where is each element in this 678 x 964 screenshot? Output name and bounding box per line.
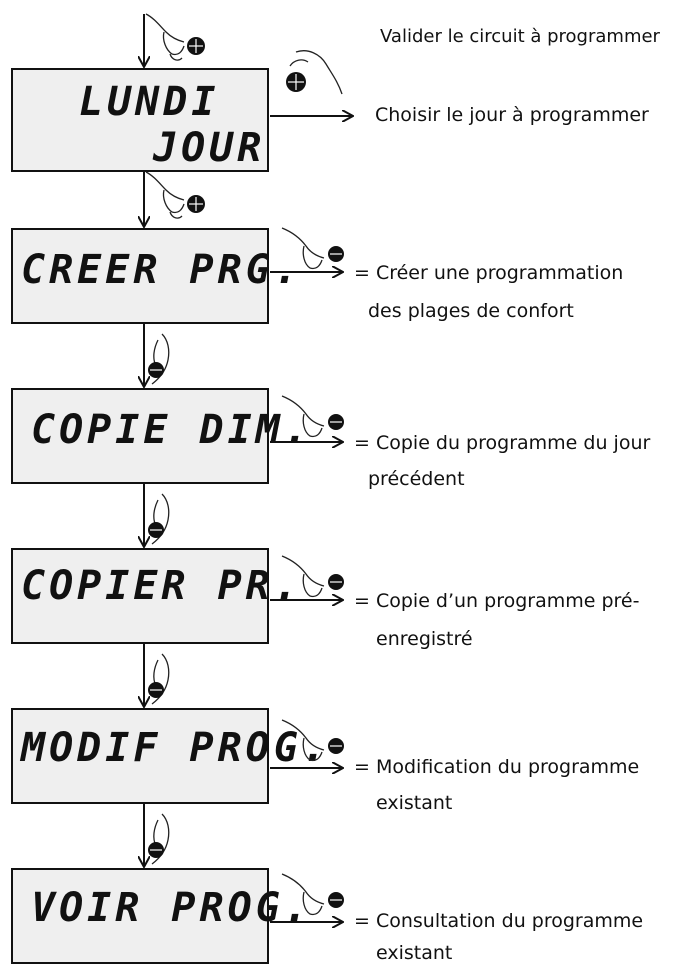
lcd-text-copy-previous: COPIE DIM. — [31, 407, 312, 453]
label-create-line1: = Créer une programmation — [354, 262, 624, 284]
lcd-screen-view: VOIR PROG. — [11, 868, 308, 964]
hand-pressing-knob-icon — [145, 171, 205, 219]
label-view-line1: = Consultation du programme — [354, 910, 644, 932]
hand-pressing-knob-icon — [281, 555, 344, 598]
hand-pressing-knob-icon — [281, 395, 344, 438]
hand-turning-knob-icon — [148, 333, 170, 385]
hand-turning-knob-icon — [148, 493, 170, 545]
label-copy-preset-line2: enregistré — [376, 628, 473, 650]
hand-pressing-knob-icon — [145, 13, 205, 61]
hand-pressing-knob-icon — [281, 227, 344, 270]
lcd-line-day: LUNDI — [79, 79, 220, 125]
hand-pressing-knob-icon — [281, 873, 344, 916]
lcd-screen-copy-previous: COPIE DIM. — [11, 388, 308, 484]
label-validate-circuit: Valider le circuit à programmer — [380, 26, 660, 47]
lcd-text-create: CREER PRG. — [21, 247, 302, 293]
label-copy-previous-line1: = Copie du programme du jour — [354, 432, 651, 454]
lcd-line-mode: JOUR — [153, 125, 266, 171]
hand-pressing-knob-icon — [281, 719, 344, 762]
lcd-screen-create: CREER PRG. — [11, 228, 298, 324]
lcd-text-view: VOIR PROG. — [31, 885, 312, 931]
lcd-text-modify: MODIF PROG. — [21, 725, 330, 771]
label-choose-day: Choisir le jour à programmer — [375, 104, 649, 126]
label-view-line2: existant — [376, 942, 453, 964]
lcd-text-copy-preset: COPIER PR. — [21, 563, 302, 609]
lcd-screen-day: LUNDI JOUR — [11, 68, 269, 172]
label-create-line2: des plages de confort — [368, 300, 574, 322]
label-copy-preset-line1: = Copie d’un programme pré- — [354, 590, 640, 612]
label-copy-previous-line2: précédent — [368, 468, 465, 490]
lcd-screen-modify: MODIF PROG. — [11, 708, 326, 804]
label-modify-line2: existant — [376, 792, 453, 814]
lcd-screen-copy-preset: COPIER PR. — [11, 548, 298, 644]
hand-turning-knob-icon — [286, 50, 343, 95]
label-modify-line1: = Modification du programme — [354, 756, 640, 778]
hand-turning-knob-icon — [148, 653, 170, 705]
hand-turning-knob-icon — [148, 813, 170, 865]
